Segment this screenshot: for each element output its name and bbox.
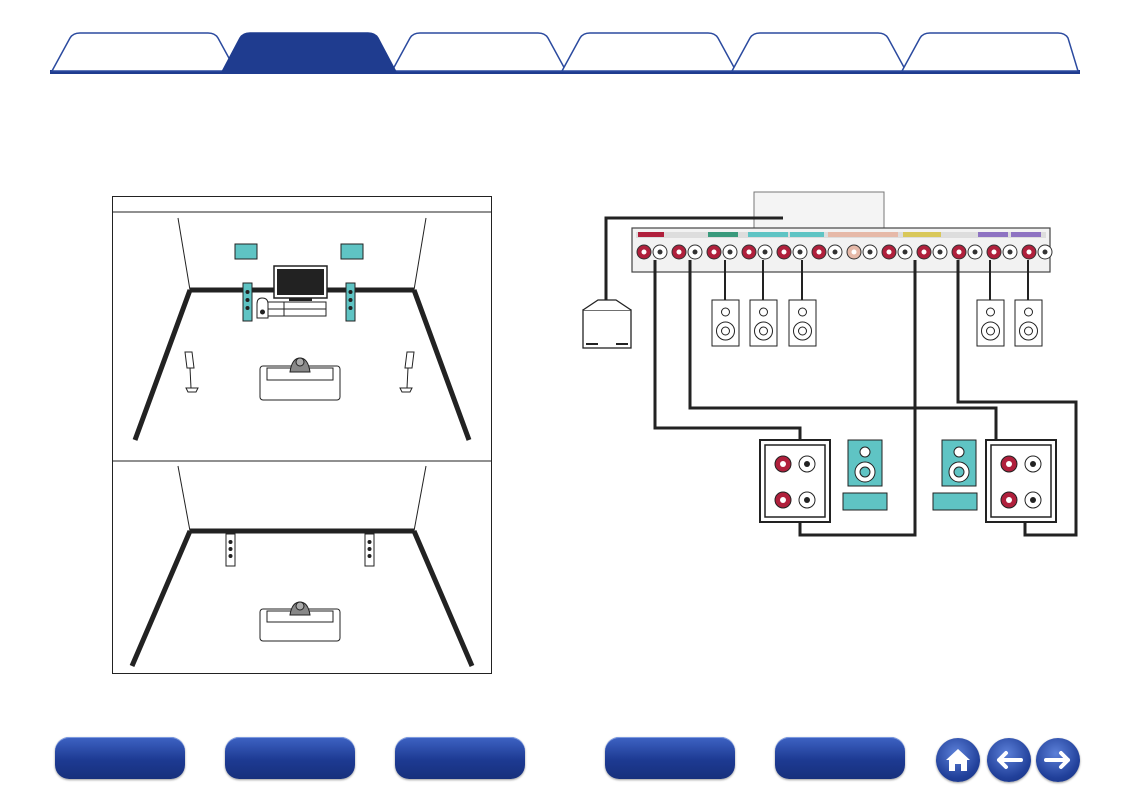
subwoofer-icon	[256, 297, 269, 319]
tab-bar-baseline	[50, 70, 1080, 74]
terminal-pair	[671, 244, 703, 260]
tab-bar	[50, 32, 1080, 74]
back-button[interactable]	[987, 738, 1031, 782]
listener-sofa-icon-lower	[259, 601, 341, 642]
terminal-pair	[636, 244, 668, 260]
tab-6[interactable]	[900, 32, 1080, 72]
tv-icon	[263, 265, 328, 317]
receiver-rear-panel	[631, 191, 1051, 273]
surround-right-speaker	[399, 351, 415, 393]
teal-speaker-left	[842, 439, 888, 511]
front-right-speaker	[345, 282, 356, 322]
bookshelf-speakers	[711, 260, 1043, 347]
bookshelf-speaker-icon	[976, 260, 1005, 347]
nav-button-3[interactable]	[395, 737, 525, 779]
front-left-speaker	[242, 282, 253, 322]
front-height-right-speaker	[340, 243, 364, 260]
terminal-pair	[846, 244, 878, 260]
nav-button-2[interactable]	[225, 737, 355, 779]
surround-left-speaker	[184, 351, 199, 393]
subwoofer-cable	[604, 216, 783, 300]
terminal-pair	[951, 244, 983, 260]
tab-2-active[interactable]	[220, 32, 398, 73]
speaker-terminals	[636, 244, 1053, 260]
subwoofer-icon	[582, 299, 632, 349]
terminal-pair	[881, 244, 913, 260]
listener-sofa-icon	[259, 357, 341, 401]
nav-button-4[interactable]	[605, 737, 735, 779]
terminal-pair	[811, 244, 843, 260]
terminal-pair	[986, 244, 1018, 260]
tab-5[interactable]	[730, 32, 908, 72]
rear-right-tower-speaker	[364, 533, 375, 567]
terminal-pair	[916, 244, 948, 260]
speaker-layout-diagram	[112, 196, 492, 674]
bookshelf-speaker-icon	[788, 260, 817, 347]
terminal-pair	[706, 244, 738, 260]
bookshelf-speaker-icon	[711, 260, 740, 347]
home-button[interactable]	[936, 738, 980, 782]
back-arrow-icon	[997, 751, 1023, 769]
bookshelf-speaker-icon	[1014, 260, 1043, 347]
front-height-left-speaker	[234, 243, 258, 260]
tab-4[interactable]	[560, 32, 738, 72]
tab-3[interactable]	[390, 32, 568, 72]
terminal-pair	[1021, 244, 1053, 260]
bookshelf-speaker-icon	[749, 260, 778, 347]
nav-button-5[interactable]	[775, 737, 905, 779]
height-speaker-left-terminals	[759, 439, 831, 523]
forward-arrow-icon	[1044, 751, 1070, 769]
tab-1[interactable]	[50, 32, 238, 72]
terminal-pair	[776, 244, 808, 260]
forward-button[interactable]	[1036, 738, 1080, 782]
home-icon	[946, 749, 970, 771]
speaker-wiring-diagram	[582, 191, 1078, 537]
height-speaker-right-terminals	[985, 439, 1057, 523]
teal-speaker-right	[932, 439, 978, 511]
terminal-pair	[741, 244, 773, 260]
nav-button-1[interactable]	[55, 737, 185, 779]
rear-left-tower-speaker	[225, 533, 236, 567]
